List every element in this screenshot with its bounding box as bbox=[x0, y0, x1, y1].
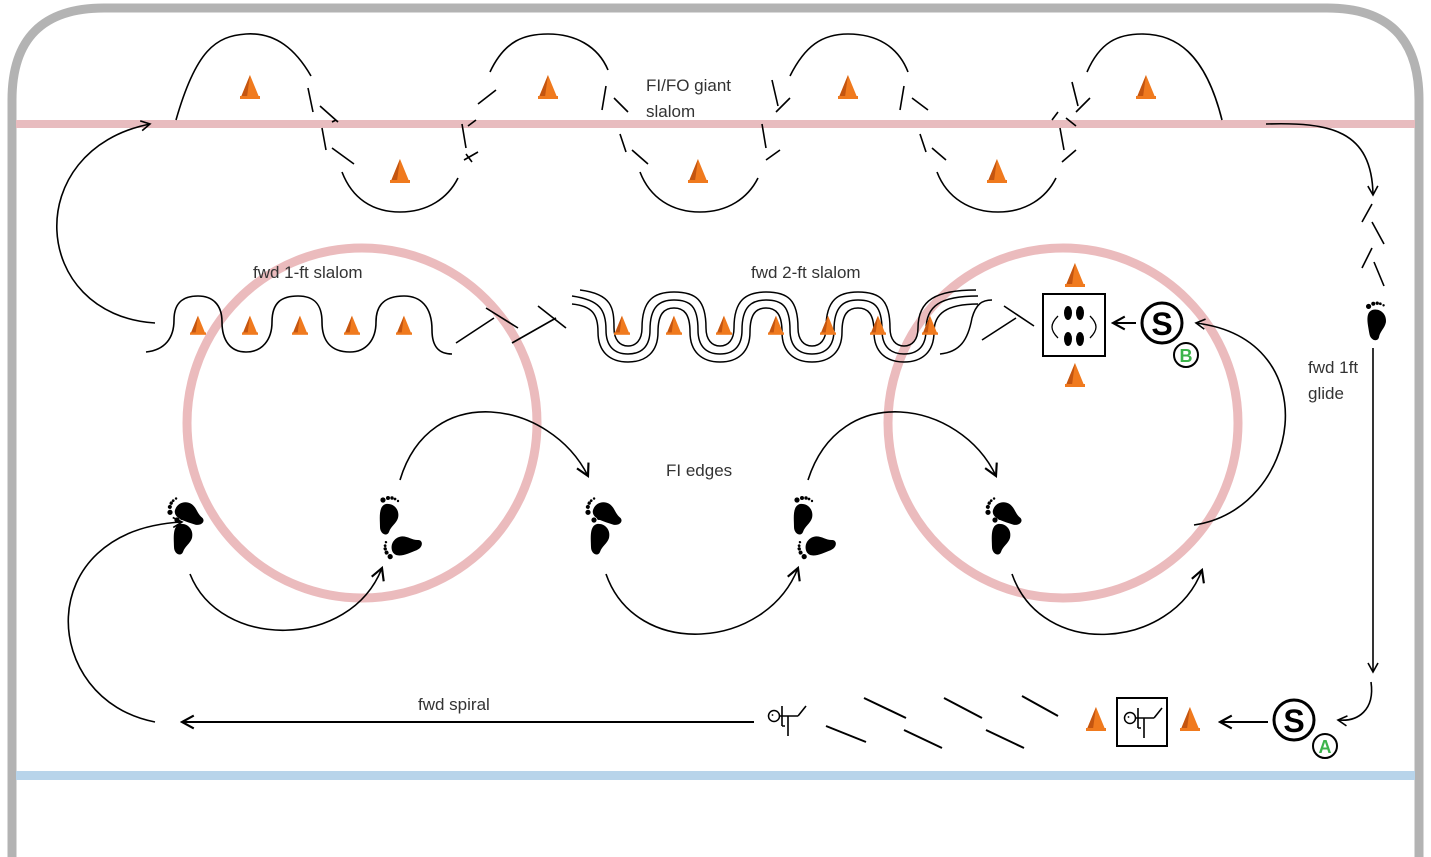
cone-icon bbox=[1086, 707, 1106, 731]
footprint-icon bbox=[380, 529, 424, 562]
footprint-icon bbox=[583, 495, 626, 528]
fi-edges bbox=[165, 495, 1026, 562]
transition-marks bbox=[981, 305, 1035, 341]
spiral-skater-icon bbox=[767, 705, 807, 737]
arrow-edges-to-start-b bbox=[1193, 318, 1287, 526]
cone-icon bbox=[396, 315, 412, 335]
fi-edge-arrows bbox=[67, 411, 1202, 723]
one-ft-slalom bbox=[145, 295, 567, 355]
giant-slalom-label: FI/FO giant bbox=[646, 76, 731, 95]
two-foot-glide-station bbox=[1042, 263, 1106, 387]
cone-icon bbox=[292, 315, 308, 335]
footprint-icon bbox=[983, 495, 1026, 528]
arrow-left-to-giant-slalom bbox=[56, 120, 156, 324]
footprint-icon bbox=[794, 529, 838, 562]
faceoff-circle-right bbox=[883, 243, 1243, 603]
cone-icon bbox=[390, 159, 410, 183]
cone-icon bbox=[242, 315, 258, 335]
cone-icon bbox=[190, 315, 206, 335]
two-ft-slalom bbox=[571, 289, 993, 363]
cone-icon bbox=[666, 315, 682, 335]
red-line bbox=[16, 120, 1415, 128]
start-a-badge: A bbox=[1319, 737, 1332, 757]
giant-slalom-label-2: slalom bbox=[646, 102, 695, 121]
cone-icon bbox=[987, 159, 1007, 183]
arrow-giant-slalom-to-glide bbox=[1265, 122, 1379, 197]
spiral-station-box bbox=[1116, 697, 1168, 747]
glide-label-2: glide bbox=[1308, 384, 1344, 403]
one-ft-slalom-label: fwd 1-ft slalom bbox=[253, 263, 363, 282]
start-a-station: S A bbox=[1272, 698, 1338, 759]
glide-label: fwd 1ft bbox=[1308, 358, 1358, 377]
start-b-station: S B bbox=[1140, 301, 1199, 368]
start-a-letter: S bbox=[1283, 703, 1304, 739]
cone-icon bbox=[688, 159, 708, 183]
cone-icon bbox=[614, 315, 630, 335]
start-b-badge: B bbox=[1180, 346, 1193, 366]
cone-icon bbox=[538, 75, 558, 99]
rink-boards bbox=[7, 3, 1424, 857]
footprint-icon bbox=[379, 496, 400, 535]
crossover-marks bbox=[1361, 203, 1385, 287]
cone-icon bbox=[1180, 707, 1200, 731]
arrow-to-start-a bbox=[1336, 681, 1373, 727]
cone-icon bbox=[1065, 363, 1085, 387]
fi-edges-label: FI edges bbox=[666, 461, 732, 480]
spiral-label: fwd spiral bbox=[418, 695, 490, 714]
footprint-icon bbox=[793, 496, 814, 535]
cone-icon bbox=[1065, 263, 1085, 287]
faceoff-circle-left bbox=[182, 243, 542, 603]
cone-icon bbox=[716, 315, 732, 335]
start-b-letter: S bbox=[1151, 306, 1172, 342]
two-foot-glide-icon bbox=[1051, 306, 1097, 346]
cone-icon bbox=[240, 75, 260, 99]
crossover-marks-bottom bbox=[825, 695, 1059, 749]
giant-slalom bbox=[175, 33, 1223, 213]
blue-line bbox=[16, 771, 1415, 780]
cone-icon bbox=[838, 75, 858, 99]
two-ft-slalom-label: fwd 2-ft slalom bbox=[751, 263, 861, 282]
cone-icon bbox=[1136, 75, 1156, 99]
cone-icon bbox=[344, 315, 360, 335]
footprint-icon bbox=[1364, 300, 1390, 342]
